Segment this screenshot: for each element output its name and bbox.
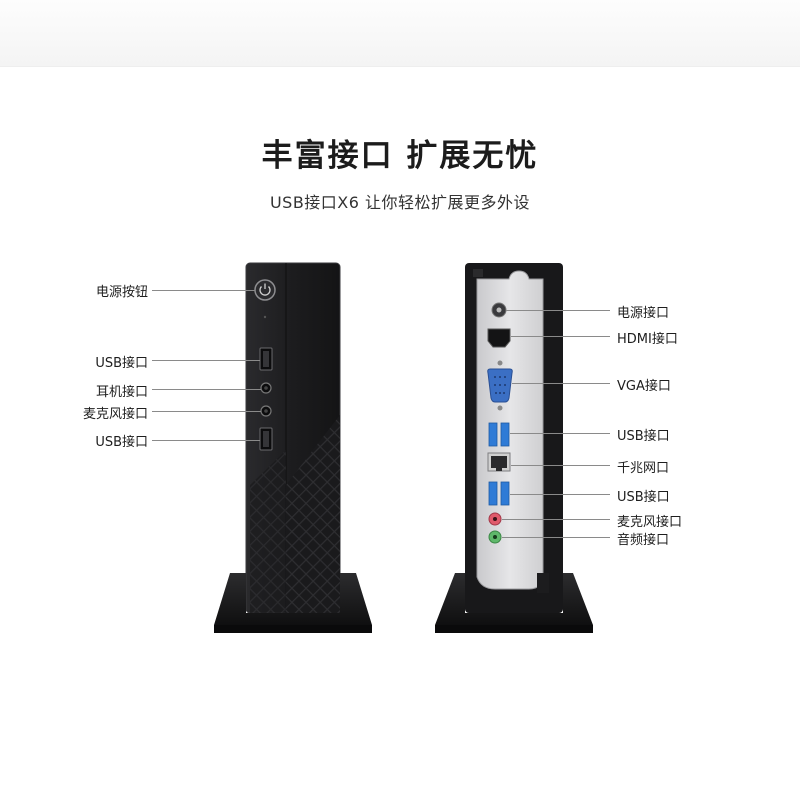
label-vga: VGA接口 [617,379,671,394]
leader-rear-usb-top [510,433,610,434]
label-rear-usb-top: USB接口 [617,429,670,444]
leader-rear-usb-bottom [510,494,610,495]
label-front-mic: 麦克风接口 [82,407,148,422]
label-power-button: 电源按钮 [95,285,148,300]
front-mesh-vent [286,415,340,613]
power-button-icon [254,279,276,301]
leader-front-mic [152,411,261,412]
leader-front-usb-top [152,360,260,361]
label-hdmi: HDMI接口 [617,332,678,347]
rear-io-panel [476,270,544,590]
leader-headphone [152,389,261,390]
leader-lan [511,465,610,466]
rear-pc-illustration [435,263,593,633]
label-headphone: 耳机接口 [95,385,148,400]
leader-hdmi [511,336,610,337]
leader-power-button [152,290,255,291]
leader-rear-mic [502,519,610,520]
leader-power-port [506,310,610,311]
hdmi-port-icon [487,328,511,348]
leader-vga [512,383,610,384]
rear-stand [435,573,593,625]
front-pc-illustration [214,262,372,633]
label-rear-mic: 麦克风接口 [617,515,683,530]
front-stand [214,573,372,625]
label-front-usb-top: USB接口 [95,356,148,371]
label-rear-usb-bottom: USB接口 [617,490,670,505]
label-power-port: 电源接口 [617,306,670,321]
subline: USB接口X6 让你轻松扩展更多外设 [269,193,531,212]
rear-usb-port-2 [500,422,510,447]
leader-front-usb-bottom [152,440,260,441]
rear-usb-port-1 [488,422,498,447]
top-band [0,0,800,67]
label-front-usb-bottom: USB接口 [95,435,148,450]
leader-rear-audio [502,537,610,538]
label-lan: 千兆网口 [617,461,670,476]
rear-usb-port-3 [488,481,498,506]
label-rear-audio: 音频接口 [617,533,670,548]
rear-usb-port-4 [500,481,510,506]
headline: 丰富接口 扩展无忧 [261,138,539,174]
